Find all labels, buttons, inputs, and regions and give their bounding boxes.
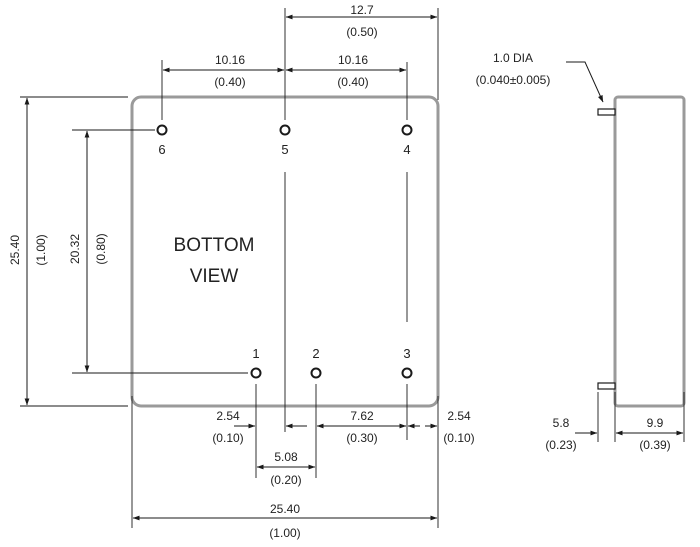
pin-5: 5 [279,124,291,157]
dim-25-40-horizontal-mm: 25.40 [270,502,300,516]
dim-5-8-in: (0.23) [545,438,576,452]
pin-6-hole [156,124,168,136]
dim-12-7: 12.7 (0.50) [285,3,438,39]
dim-10-16-left: 10.16 (0.40) [162,53,285,89]
dim-10-16-left-in: (0.40) [214,75,245,89]
pin-3-hole [401,367,413,379]
pin-4-hole [401,124,413,136]
dim-7-62: 7.62 (0.30) [316,409,407,445]
pin-5-hole [279,124,291,136]
pin-2-hole [310,367,322,379]
pin-4: 4 [401,124,413,157]
dim-5-08-in: (0.20) [270,473,301,487]
dim-20-32-vertical-in: (0.80) [94,233,108,264]
pin-1-label: 1 [252,346,259,361]
dim-2-54-right: 2.54 (0.10) [407,409,475,445]
dim-9-9-in: (0.39) [639,438,670,452]
pin-1-hole [250,367,262,379]
dim-7-62-in: (0.30) [346,431,377,445]
dim-25-40-horizontal: 25.40 (1.00) [132,502,438,540]
side-view: 1.0 DIA (0.040±0.005) 5.8 (0.23) 9.9 (0.… [476,51,686,452]
dim-5-08-mm: 5.08 [274,450,298,464]
pin-2-label: 2 [312,346,319,361]
pin-6: 6 [156,124,168,157]
dim-12-7-mm: 12.7 [350,3,374,17]
extension-lines [20,8,439,528]
dim-2-54-right-mm: 2.54 [447,409,471,423]
dim-9-9-mm: 9.9 [647,416,664,430]
bottom-view-label-line2: VIEW [190,266,239,287]
dim-5-08: 5.08 (0.20) [256,450,316,487]
dim-12-7-in: (0.50) [346,25,377,39]
pin-3-label: 3 [403,346,410,361]
pin-4-label: 4 [403,142,410,157]
dim-pin-diameter: 1.0 DIA (0.040±0.005) [476,51,604,103]
dim-10-16-right-in: (0.40) [337,75,368,89]
dim-5-8-mm: 5.8 [553,416,570,430]
pin-5-label: 5 [281,142,288,157]
dim-10-16-left-mm: 10.16 [215,53,245,67]
pin-6-label: 6 [158,142,165,157]
dim-25-40-vertical: 25.40 (1.00) [8,97,48,406]
dim-20-32-vertical: 20.32 (0.80) [68,130,108,373]
dim-10-16-right: 10.16 (0.40) [285,53,407,89]
dim-pin-diameter-in: (0.040±0.005) [476,73,551,87]
pin-1: 1 [250,346,262,379]
dim-7-62-mm: 7.62 [350,409,374,423]
dim-2-54-left: 2.54 (0.10) [212,409,307,445]
dim-2-54-right-in: (0.10) [443,431,474,445]
dim-25-40-vertical-mm: 25.40 [8,235,22,265]
dim-9-9: 9.9 (0.39) [615,416,684,452]
pin-2: 2 [310,346,322,379]
dim-25-40-horizontal-in: (1.00) [269,526,300,540]
dim-5-8: 5.8 (0.23) [545,416,598,452]
dim-10-16-right-mm: 10.16 [338,53,368,67]
dim-pin-diameter-mm: 1.0 DIA [493,51,533,65]
dim-2-54-left-in: (0.10) [212,431,243,445]
side-view-pin-top [597,108,616,116]
pin-3: 3 [401,346,413,379]
dim-25-40-vertical-in: (1.00) [34,234,48,265]
dim-2-54-left-mm: 2.54 [216,409,240,423]
dim-20-32-vertical-mm: 20.32 [68,234,82,264]
bottom-view-label-line1: BOTTOM [174,235,255,256]
side-view-body [613,95,686,408]
side-view-pin-bottom [597,382,616,390]
